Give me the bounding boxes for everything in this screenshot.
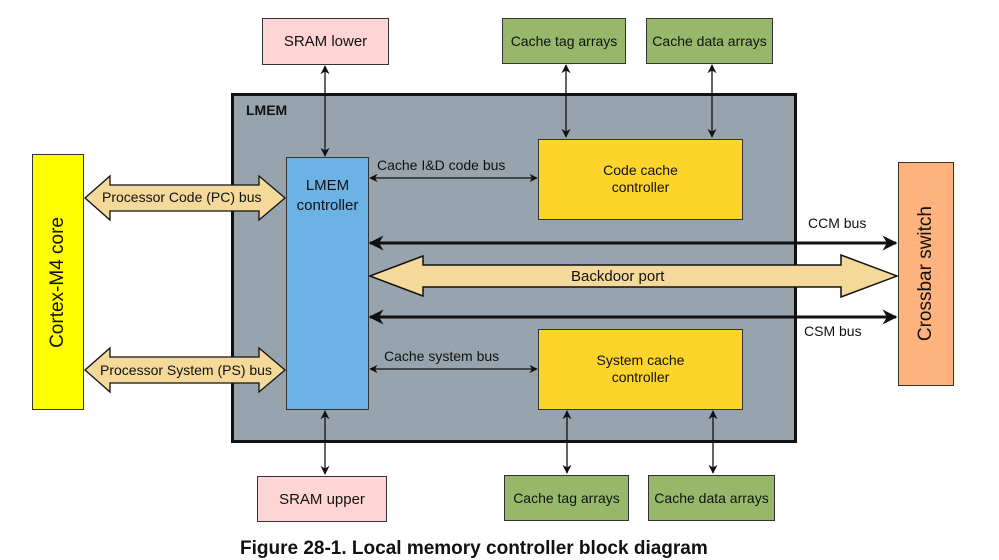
bottom-cache-tag-arrays: Cache tag arrays: [504, 475, 629, 521]
figure-caption: Figure 28-1. Local memory controller blo…: [240, 538, 708, 559]
cortex-m4-core: Cortex-M4 core: [32, 154, 84, 410]
ps-bus-arrow: [84, 346, 287, 394]
cache-code-bus-label: Cache I&D code bus: [377, 157, 506, 173]
bottom-cache-data-arrays: Cache data arrays: [648, 475, 775, 521]
lmem-controller: LMEM controller: [286, 157, 369, 410]
crossbar-switch: Crossbar switch: [898, 162, 954, 386]
sram-upper-label: SRAM upper: [279, 490, 365, 508]
backdoor-port-label: Backdoor port: [571, 268, 665, 285]
csm-bus-label: CSM bus: [804, 323, 862, 339]
cache-system-bus-label: Cache system bus: [384, 348, 500, 364]
system-cache-controller-label: System cache controller: [596, 352, 685, 385]
code-cache-controller-label: Code cache controller: [603, 162, 678, 195]
lmem-label: LMEM: [246, 102, 288, 118]
top-cache-tag-arrays: Cache tag arrays: [502, 18, 626, 64]
top-cache-tag-arrays-label: Cache tag arrays: [510, 33, 618, 49]
top-cache-data-arrays-label: Cache data arrays: [652, 33, 767, 49]
ps-bus-label: Processor System (PS) bus: [100, 362, 272, 378]
pc-bus-arrow: [84, 174, 287, 222]
bottom-cache-data-arrays-label: Cache data arrays: [654, 490, 769, 506]
lmem-controller-label: LMEM controller: [296, 177, 359, 214]
backdoor-port-arrow: [367, 253, 900, 299]
sram-upper: SRAM upper: [257, 476, 387, 522]
code-cache-controller: Code cache controller: [538, 139, 743, 220]
pc-bus-label: Processor Code (PC) bus: [102, 189, 262, 205]
system-cache-controller: System cache controller: [538, 329, 743, 410]
ccm-bus-label: CCM bus: [808, 215, 867, 231]
sram-lower: SRAM lower: [262, 18, 389, 65]
top-cache-data-arrays: Cache data arrays: [646, 18, 773, 64]
sram-lower-label: SRAM lower: [283, 33, 368, 50]
bottom-cache-tag-arrays-label: Cache tag arrays: [513, 490, 620, 506]
